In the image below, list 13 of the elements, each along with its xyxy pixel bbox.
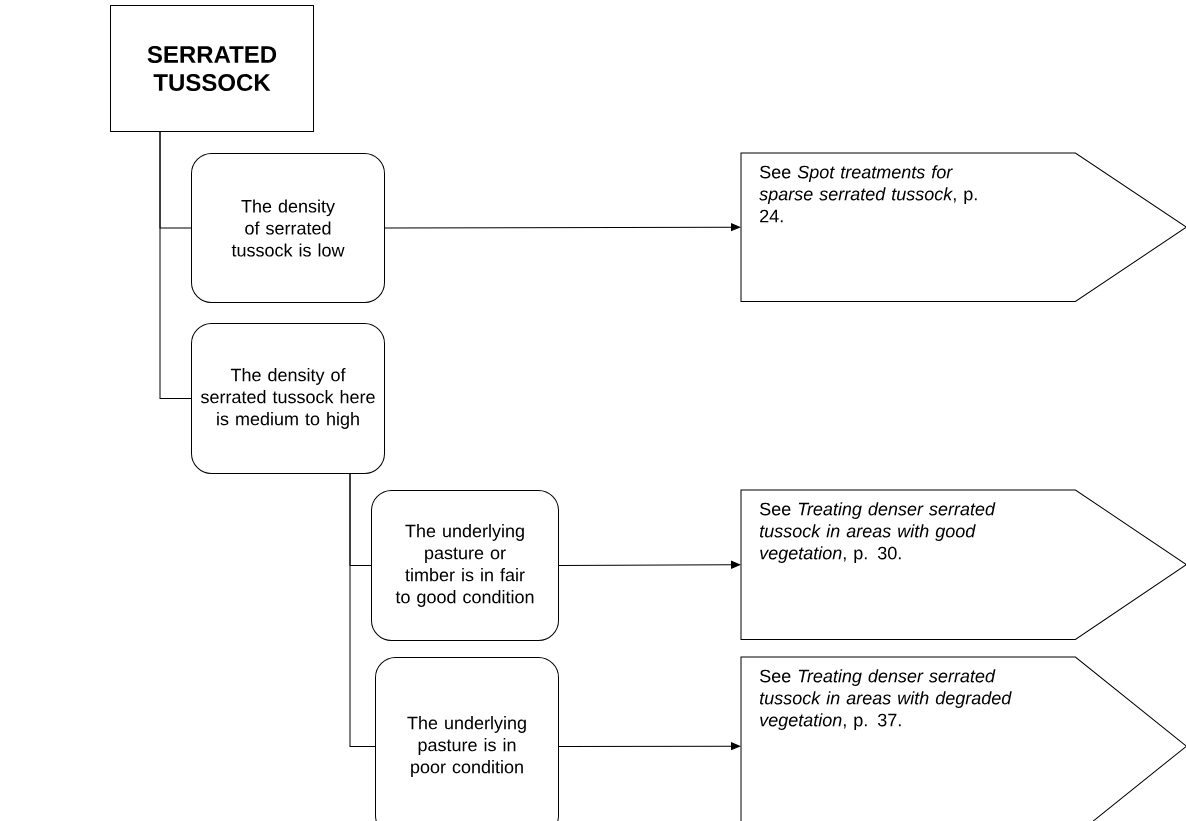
title-box: SERRATED TUSSOCK xyxy=(110,5,314,132)
condition-box: The underlying pasture is in poor condition xyxy=(375,657,559,821)
pointer-box: See Spot treatments for sparse serrated tussock, p. 24. xyxy=(740,152,1186,302)
connector-line xyxy=(349,473,376,747)
condition-box: The density of serrated tussock here is medium to high xyxy=(191,323,385,474)
pointer-box: See Treating denser serrated tussock in areas with good vegetation, p. 30. xyxy=(740,489,1186,640)
pointer-box: See Treating denser serrated tussock in areas with degraded vegetation, p. 37. xyxy=(740,656,1186,821)
arrow xyxy=(384,223,741,232)
arrow xyxy=(558,560,741,569)
condition-box: The underlying pasture or timber is in fair to good condition xyxy=(371,490,559,641)
arrow xyxy=(558,742,741,751)
connector-line xyxy=(159,131,192,399)
condition-box: The density of serrated tussock is low xyxy=(191,153,385,303)
